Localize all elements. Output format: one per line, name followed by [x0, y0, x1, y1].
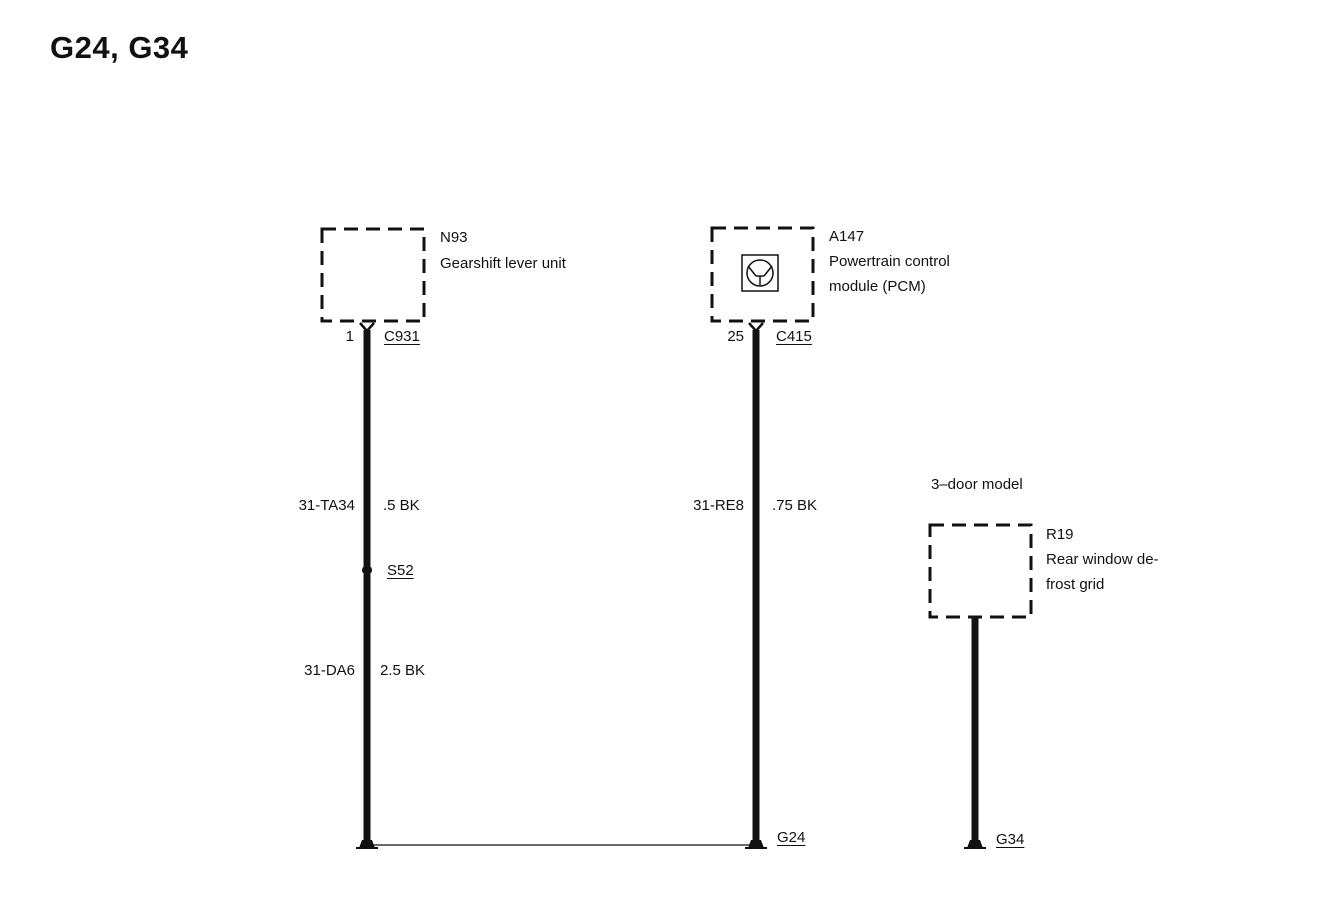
g34-ground-icon	[964, 840, 986, 849]
n93-name-label: Gearshift lever unit	[440, 255, 566, 272]
r19-name-line2: frost grid	[1046, 576, 1105, 593]
g24-ground-icon	[745, 840, 767, 849]
c415-pin-label: 25	[727, 328, 744, 345]
wire-31-re8-circuit-label: 31-RE8	[693, 497, 744, 514]
r19-id-label: R19	[1046, 526, 1074, 543]
c931-pin-label: 1	[345, 328, 354, 345]
s52-splice-label: S52	[387, 562, 414, 579]
g34-ground-label: G34	[996, 831, 1025, 848]
a147-name-line2: module (PCM)	[829, 278, 926, 295]
a147-component-box	[710, 226, 815, 323]
r19-name-line1: Rear window de-	[1046, 551, 1159, 568]
page-title: G24, G34	[50, 30, 189, 65]
a147-id-label: A147	[829, 228, 865, 245]
s52-splice-dot	[362, 565, 372, 575]
wire-31-ta34-gauge-label: .5 BK	[383, 497, 420, 514]
g24-ground-label: G24	[777, 829, 806, 846]
n93-component-box	[320, 227, 426, 323]
r19-model-note: 3–door model	[931, 476, 1023, 493]
c415-connector-symbol	[748, 322, 764, 333]
r19-component-box	[928, 523, 1033, 619]
wire-31-da6-circuit-label: 31-DA6	[304, 662, 355, 679]
c931-connector-symbol	[359, 322, 375, 333]
wire-31-re8-gauge-label: .75 BK	[772, 497, 818, 514]
wire-31-ta34-circuit-label: 31-TA34	[298, 497, 355, 514]
wire-31-da6-gauge-label: 2.5 BK	[380, 662, 426, 679]
c415-connector-label: C415	[776, 328, 812, 345]
c931-connector-label: C931	[384, 328, 420, 345]
n93-id-label: N93	[440, 229, 468, 246]
g24-left-ground-icon	[356, 840, 378, 849]
pcm-module-icon	[741, 254, 779, 292]
a147-name-line1: Powertrain control	[829, 253, 950, 270]
